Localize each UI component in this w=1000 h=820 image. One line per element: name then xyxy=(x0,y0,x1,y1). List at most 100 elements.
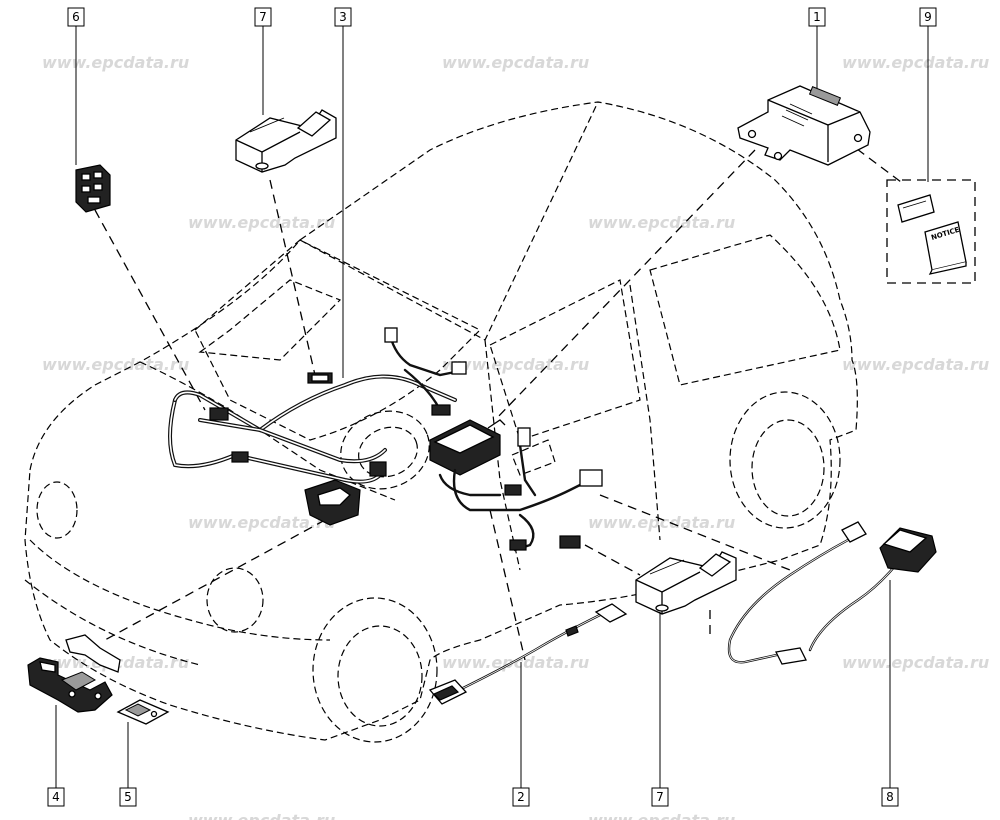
pretensioner-connector-face xyxy=(882,529,928,553)
callout-number: 8 xyxy=(886,790,894,804)
harness-upper-run-inner xyxy=(174,375,456,431)
harness-connector xyxy=(431,404,451,416)
pretensioner-cable-b-inner xyxy=(809,559,901,651)
harness-connector-face xyxy=(311,374,329,382)
callout-7-top: 7 xyxy=(254,7,272,27)
pretensioner-cable-b xyxy=(808,558,902,652)
harness-connector xyxy=(231,451,249,463)
door-mirror xyxy=(511,439,556,476)
warning-label-sticker xyxy=(897,194,935,223)
front-bumper-line xyxy=(29,539,331,641)
part-9-notice-kit: NOTICE xyxy=(886,179,976,284)
callout-2: 2 xyxy=(512,787,530,807)
sensor-housing xyxy=(235,109,337,173)
ecu-label-stripe xyxy=(781,115,805,127)
sensor-connector-socket xyxy=(698,553,732,577)
callout-4: 4 xyxy=(47,787,65,807)
callout-6: 6 xyxy=(67,7,85,27)
projection-line-2 xyxy=(489,509,526,661)
airbag-bracket-mounted xyxy=(304,479,361,526)
part-7-bottom-impact-sensor xyxy=(635,551,737,615)
ecu-arrow xyxy=(487,419,506,429)
watermark-text: www.epcdata.ru xyxy=(588,811,735,820)
sensor-connector-socket xyxy=(296,111,332,137)
callout-3: 3 xyxy=(334,7,352,27)
part-2-seat-harness xyxy=(428,603,628,705)
ecu-seat-wire xyxy=(518,443,537,497)
projection-line-7-top xyxy=(269,179,316,376)
sensor-mount-hole xyxy=(655,604,669,612)
right-headlamp xyxy=(206,567,264,633)
projection-line-4 xyxy=(104,519,326,641)
callout-number: 9 xyxy=(924,10,932,24)
clip-slot xyxy=(93,171,103,179)
harness-lower-run-inner xyxy=(169,399,381,483)
sticker-line xyxy=(902,200,927,209)
harness-lower-run xyxy=(168,398,382,484)
callout-box xyxy=(808,7,826,27)
callout-box xyxy=(881,787,899,807)
callout-5: 5 xyxy=(119,787,137,807)
sensor-mount-hole xyxy=(255,162,269,170)
windshield-inner xyxy=(198,279,342,361)
callout-7-bottom: 7 xyxy=(651,787,669,807)
projection-line-9 xyxy=(844,139,906,186)
front-side-window xyxy=(489,279,641,441)
ecu-side-connector xyxy=(517,427,531,447)
watermark-text: www.epcdata.ru xyxy=(842,355,989,374)
notice-kit-frame xyxy=(886,179,976,284)
seat-harness-clip xyxy=(565,625,579,637)
bracket-hole xyxy=(68,690,76,698)
rear-wheel-arch xyxy=(729,391,841,529)
clip-body xyxy=(75,164,111,213)
roof-line xyxy=(299,101,599,341)
part-6-connector-clip xyxy=(75,164,111,213)
callout-box xyxy=(919,7,937,27)
hood-line xyxy=(139,361,396,501)
watermark-text: www.epcdata.ru xyxy=(188,513,335,532)
ecu-lower-wire xyxy=(438,473,502,497)
callout-box xyxy=(334,7,352,27)
clip-slot xyxy=(87,196,101,204)
projection-line-8-harness xyxy=(599,494,791,571)
seat-belt-connector xyxy=(504,484,522,496)
main-wiring-harness xyxy=(168,327,467,484)
harness-middle-run-inner xyxy=(199,419,386,463)
clip-slot xyxy=(81,173,91,181)
part-5-clip-plate xyxy=(116,699,170,725)
watermark-layer: www.epcdata.ru www.epcdata.ru www.epcdat… xyxy=(42,53,989,820)
callout-number: 3 xyxy=(339,10,347,24)
callout-number: 5 xyxy=(124,790,132,804)
watermark-text: www.epcdata.ru xyxy=(588,513,735,532)
left-headlamp xyxy=(36,481,78,539)
notice-booklet-spine xyxy=(928,262,967,275)
b-pillar-line xyxy=(629,284,661,541)
callout-number: 1 xyxy=(813,10,821,24)
front-wheel-arch xyxy=(312,597,438,743)
projection-lines xyxy=(94,139,906,661)
bracket-upper-arm xyxy=(65,634,121,673)
steering-wheel xyxy=(340,410,430,490)
steering-wheel-hub xyxy=(358,426,418,478)
pretensioner-cable-a-inner xyxy=(728,539,849,663)
ecu-plug-socket xyxy=(808,86,842,106)
lower-branch-connector xyxy=(509,539,527,551)
sensor-housing xyxy=(635,551,737,615)
projection-line-7-bottom xyxy=(584,544,641,576)
callout-box xyxy=(67,7,85,27)
sensor-rib xyxy=(649,559,685,575)
car-silhouette xyxy=(24,101,858,741)
pretensioner-connector xyxy=(559,535,581,549)
watermark-text: www.epcdata.ru xyxy=(188,213,335,232)
harness-connector xyxy=(451,361,467,375)
watermark-text: www.epcdata.ru xyxy=(842,653,989,672)
watermark-text: www.epcdata.ru xyxy=(42,355,189,374)
pretensioner-end-connector xyxy=(841,521,867,543)
watermark-text: www.epcdata.ru xyxy=(42,53,189,72)
pretensioner-terminal xyxy=(775,647,807,665)
bracket-hole xyxy=(94,692,102,700)
ecu-mount-hole xyxy=(853,133,863,143)
mounted-bracket-face xyxy=(317,487,352,506)
